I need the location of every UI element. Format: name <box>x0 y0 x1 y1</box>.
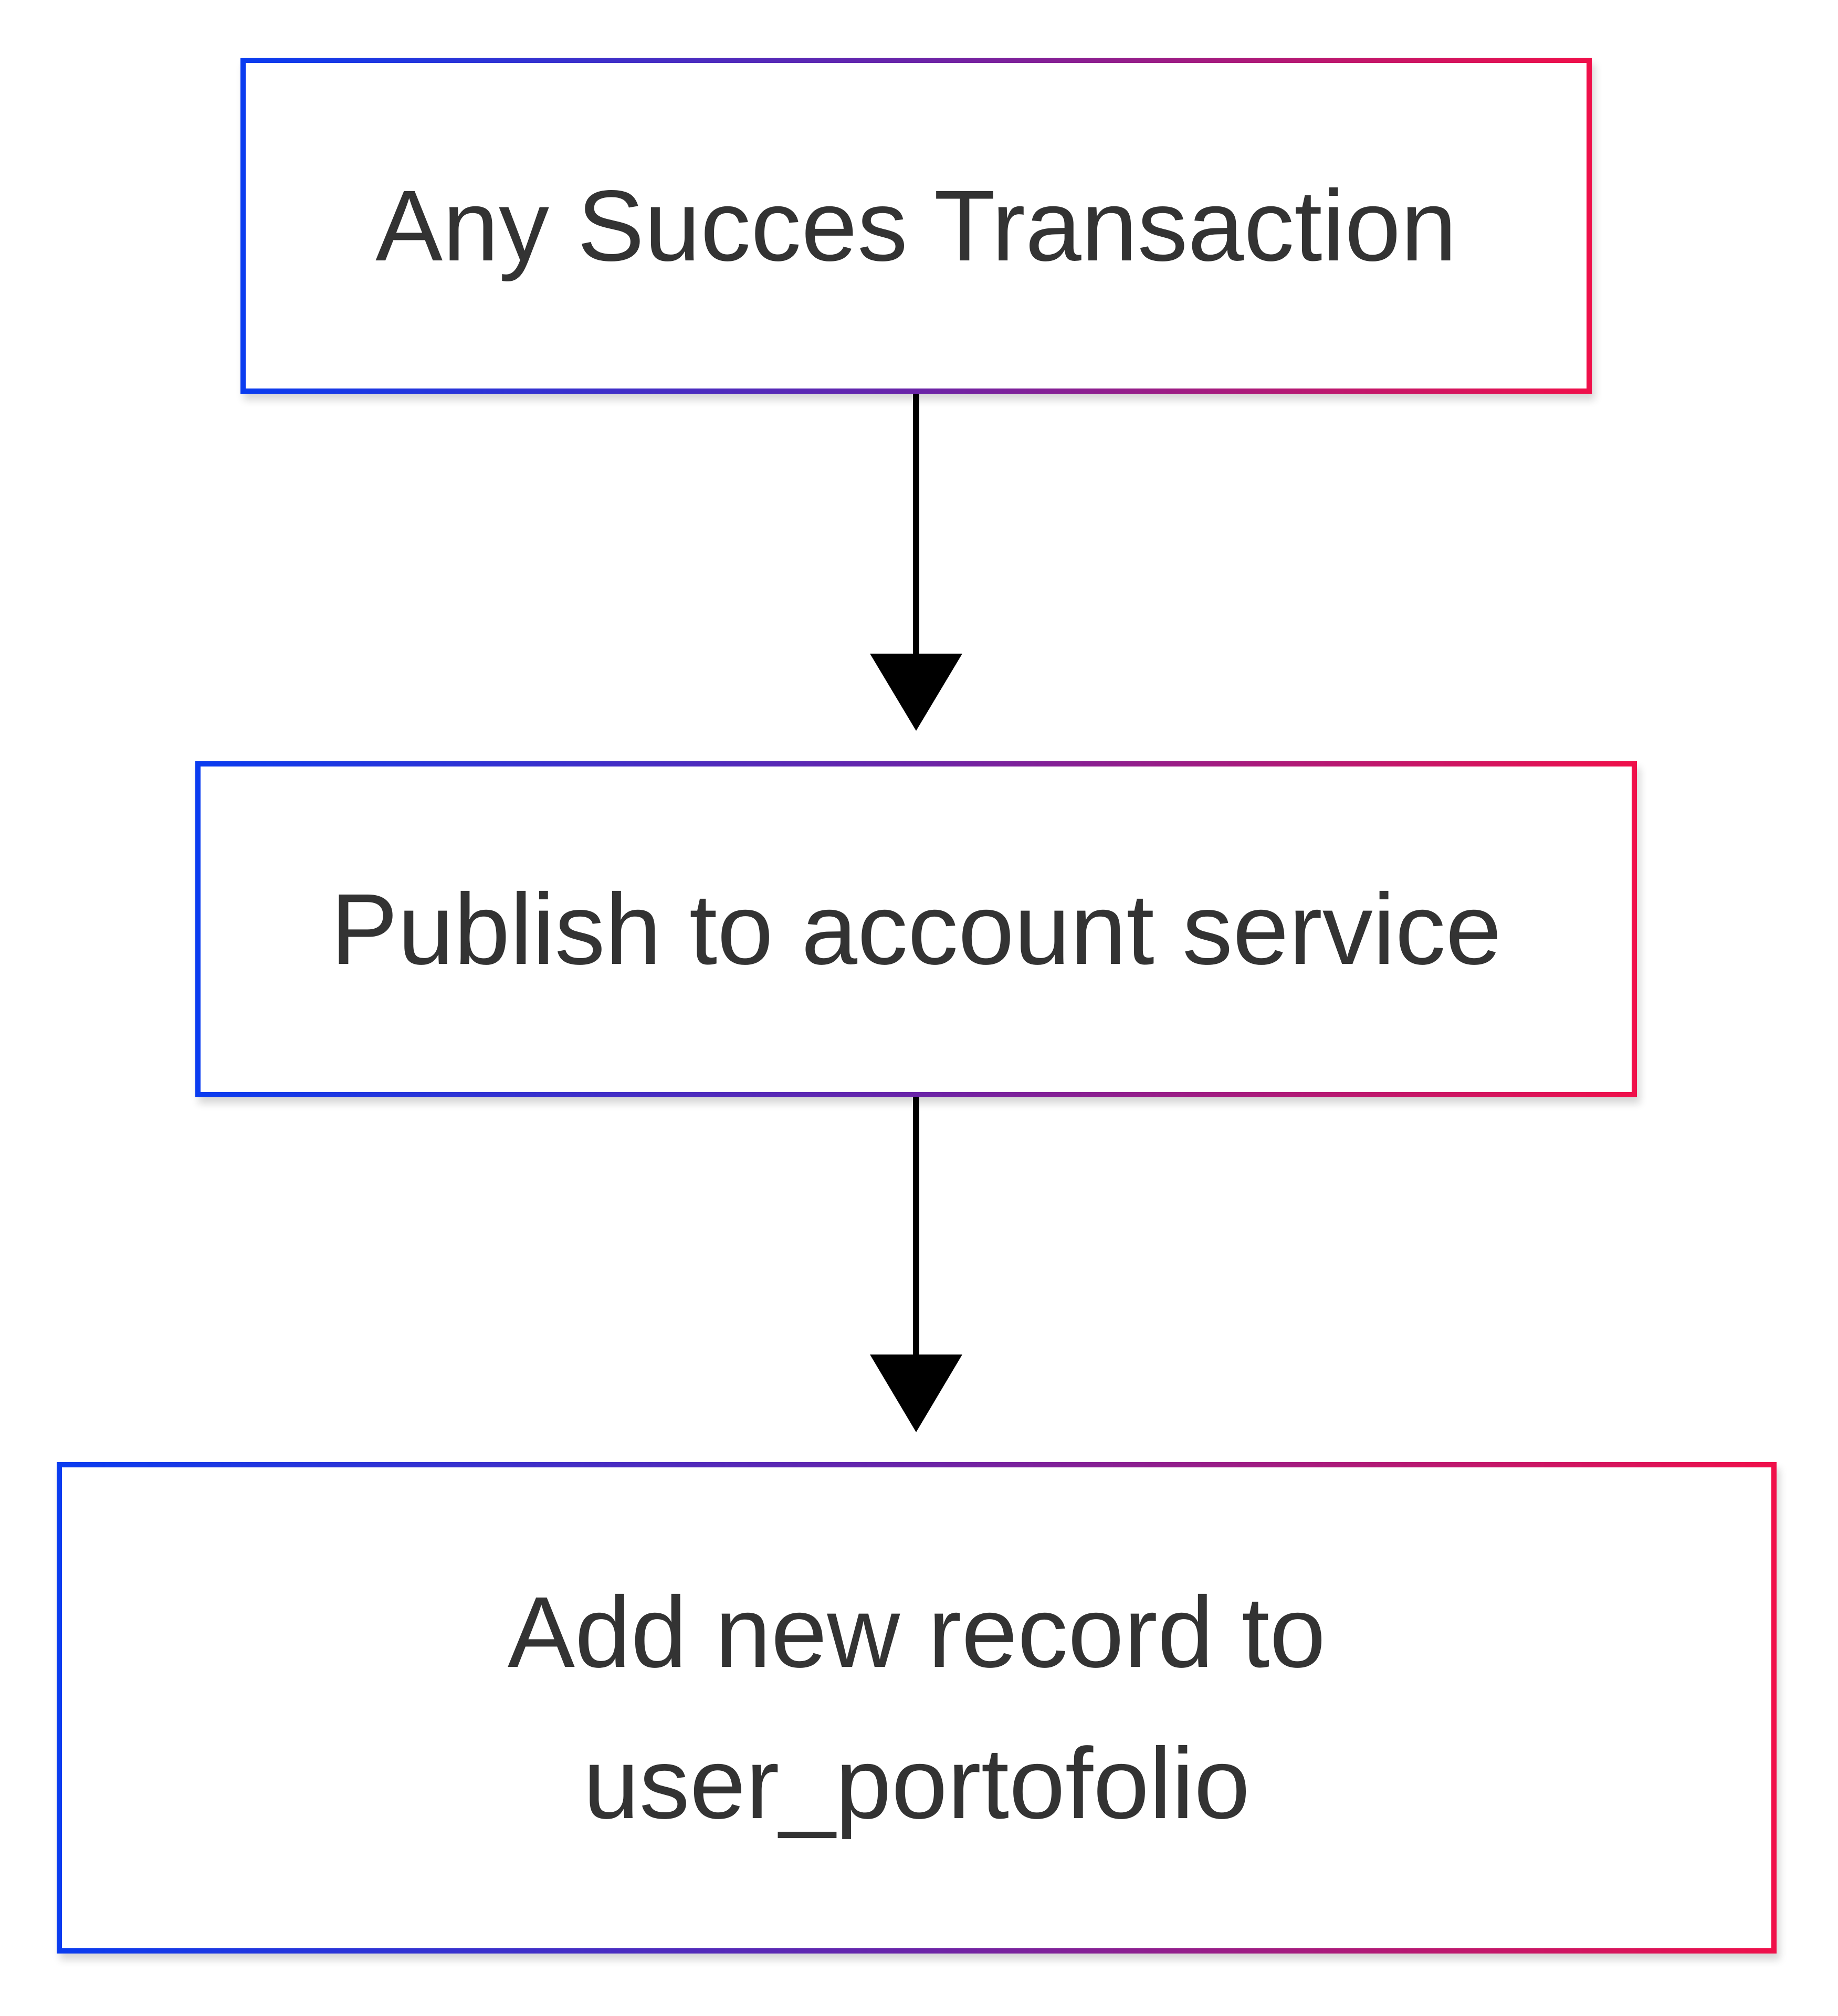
node-label: Any Succes Transaction <box>375 169 1457 282</box>
edge-n2-to-n3 <box>870 1097 962 1432</box>
flow-node-add-new-record: Add new record to user_portofolio <box>57 1462 1777 1954</box>
flow-node-any-succes-transaction: Any Succes Transaction <box>240 58 1592 394</box>
node-label: Add new record to user_portofolio <box>507 1576 1326 1840</box>
arrowhead-n1-n2 <box>870 654 962 731</box>
edge-n1-to-n2 <box>870 394 962 731</box>
arrowhead-n2-n3 <box>870 1354 962 1432</box>
flow-node-publish-to-account-service: Publish to account service <box>195 761 1637 1097</box>
node-label: Publish to account service <box>330 873 1502 985</box>
